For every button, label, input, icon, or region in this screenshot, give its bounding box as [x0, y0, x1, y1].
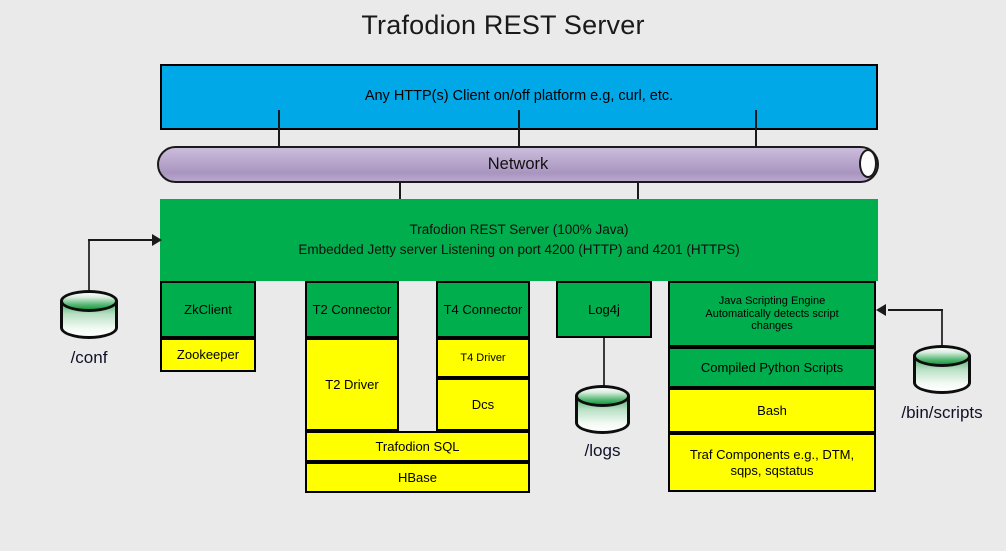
box-bash-label: Bash [757, 402, 787, 418]
connector-conf-horizontal [88, 239, 154, 241]
box-zookeeper-label: Zookeeper [176, 347, 240, 363]
traf-components-line-1: Traf Components e.g., DTM, [689, 447, 855, 463]
datastore-logs-label: /logs [584, 441, 621, 460]
datastore-conf-label: /conf [70, 348, 108, 367]
cylinder-top-icon [60, 290, 118, 312]
box-trafodion-sql: Trafodion SQL [305, 431, 530, 462]
connector-log4j-logs [603, 338, 605, 388]
box-t4-connector: T4 Connector [436, 281, 530, 338]
connector-conf-vertical [88, 240, 90, 293]
box-t4-driver: T4 Driver [436, 338, 530, 378]
box-dcs: Dcs [436, 378, 530, 431]
datastore-bin-scripts-label: /bin/scripts [901, 403, 983, 422]
connector-conf-arrowhead-icon [152, 234, 162, 246]
connector-binscripts-vertical [941, 310, 943, 348]
server-line-2: Embedded Jetty server Listening on port … [298, 242, 740, 257]
box-log4j-label: Log4j [588, 301, 620, 317]
box-compiled-python-scripts: Compiled Python Scripts [668, 347, 876, 388]
connector-binscripts-horizontal [888, 309, 943, 311]
cylinder-top-icon [913, 345, 971, 367]
box-compiled-python-scripts-label: Compiled Python Scripts [700, 359, 844, 375]
server-line-1: Trafodion REST Server (100% Java) [409, 221, 629, 237]
box-t2-driver-label: T2 Driver [325, 376, 379, 392]
server-band: Trafodion REST Server (100% Java) Embedd… [160, 199, 878, 281]
box-t2-connector: T2 Connector [305, 281, 399, 338]
datastore-bin-scripts: /bin/scripts [901, 345, 983, 422]
datastore-conf: /conf [60, 290, 118, 367]
box-zookeeper: Zookeeper [160, 338, 256, 372]
connector-client-network-3 [755, 110, 757, 150]
box-trafodion-sql-label: Trafodion SQL [375, 438, 460, 454]
box-t2-connector-label: T2 Connector [312, 301, 392, 317]
connector-network-server-1 [399, 182, 401, 202]
box-traf-components: Traf Components e.g., DTM, sqps, sqstatu… [668, 433, 876, 492]
traf-components-line-2: sqps, sqstatus [730, 462, 814, 478]
client-bar-label: Any HTTP(s) Client on/off platform e.g, … [364, 88, 674, 105]
connector-binscripts-arrowhead-icon [876, 304, 886, 316]
connector-network-server-2 [637, 182, 639, 202]
network-bar-body [157, 146, 879, 183]
box-java-scripting-engine: Java Scripting Engine Automatically dete… [668, 281, 876, 347]
connector-client-network-1 [278, 110, 280, 150]
box-zkclient: ZkClient [160, 281, 256, 338]
scripting-engine-line-3: changes [751, 320, 793, 333]
network-label: Network [487, 155, 549, 173]
box-t4-driver-label: T4 Driver [460, 351, 506, 364]
box-zkclient-label: ZkClient [184, 301, 232, 317]
network-bar: Network [157, 146, 879, 183]
datastore-logs: /logs [575, 385, 630, 460]
connector-client-network-2 [518, 110, 520, 150]
box-t2-driver: T2 Driver [305, 338, 399, 431]
box-log4j: Log4j [556, 281, 652, 338]
box-hbase: HBase [305, 462, 530, 493]
network-bar-endcap-icon [859, 149, 877, 178]
box-dcs-label: Dcs [471, 396, 495, 412]
scripting-engine-line-1: Java Scripting Engine [718, 294, 826, 307]
box-bash: Bash [668, 388, 876, 433]
box-t4-connector-label: T4 Connector [443, 301, 523, 317]
scripting-engine-line-2: Automatically detects script [705, 307, 839, 320]
page-title: Trafodion REST Server [361, 10, 645, 40]
cylinder-top-icon [575, 385, 630, 407]
box-hbase-label: HBase [397, 469, 438, 485]
